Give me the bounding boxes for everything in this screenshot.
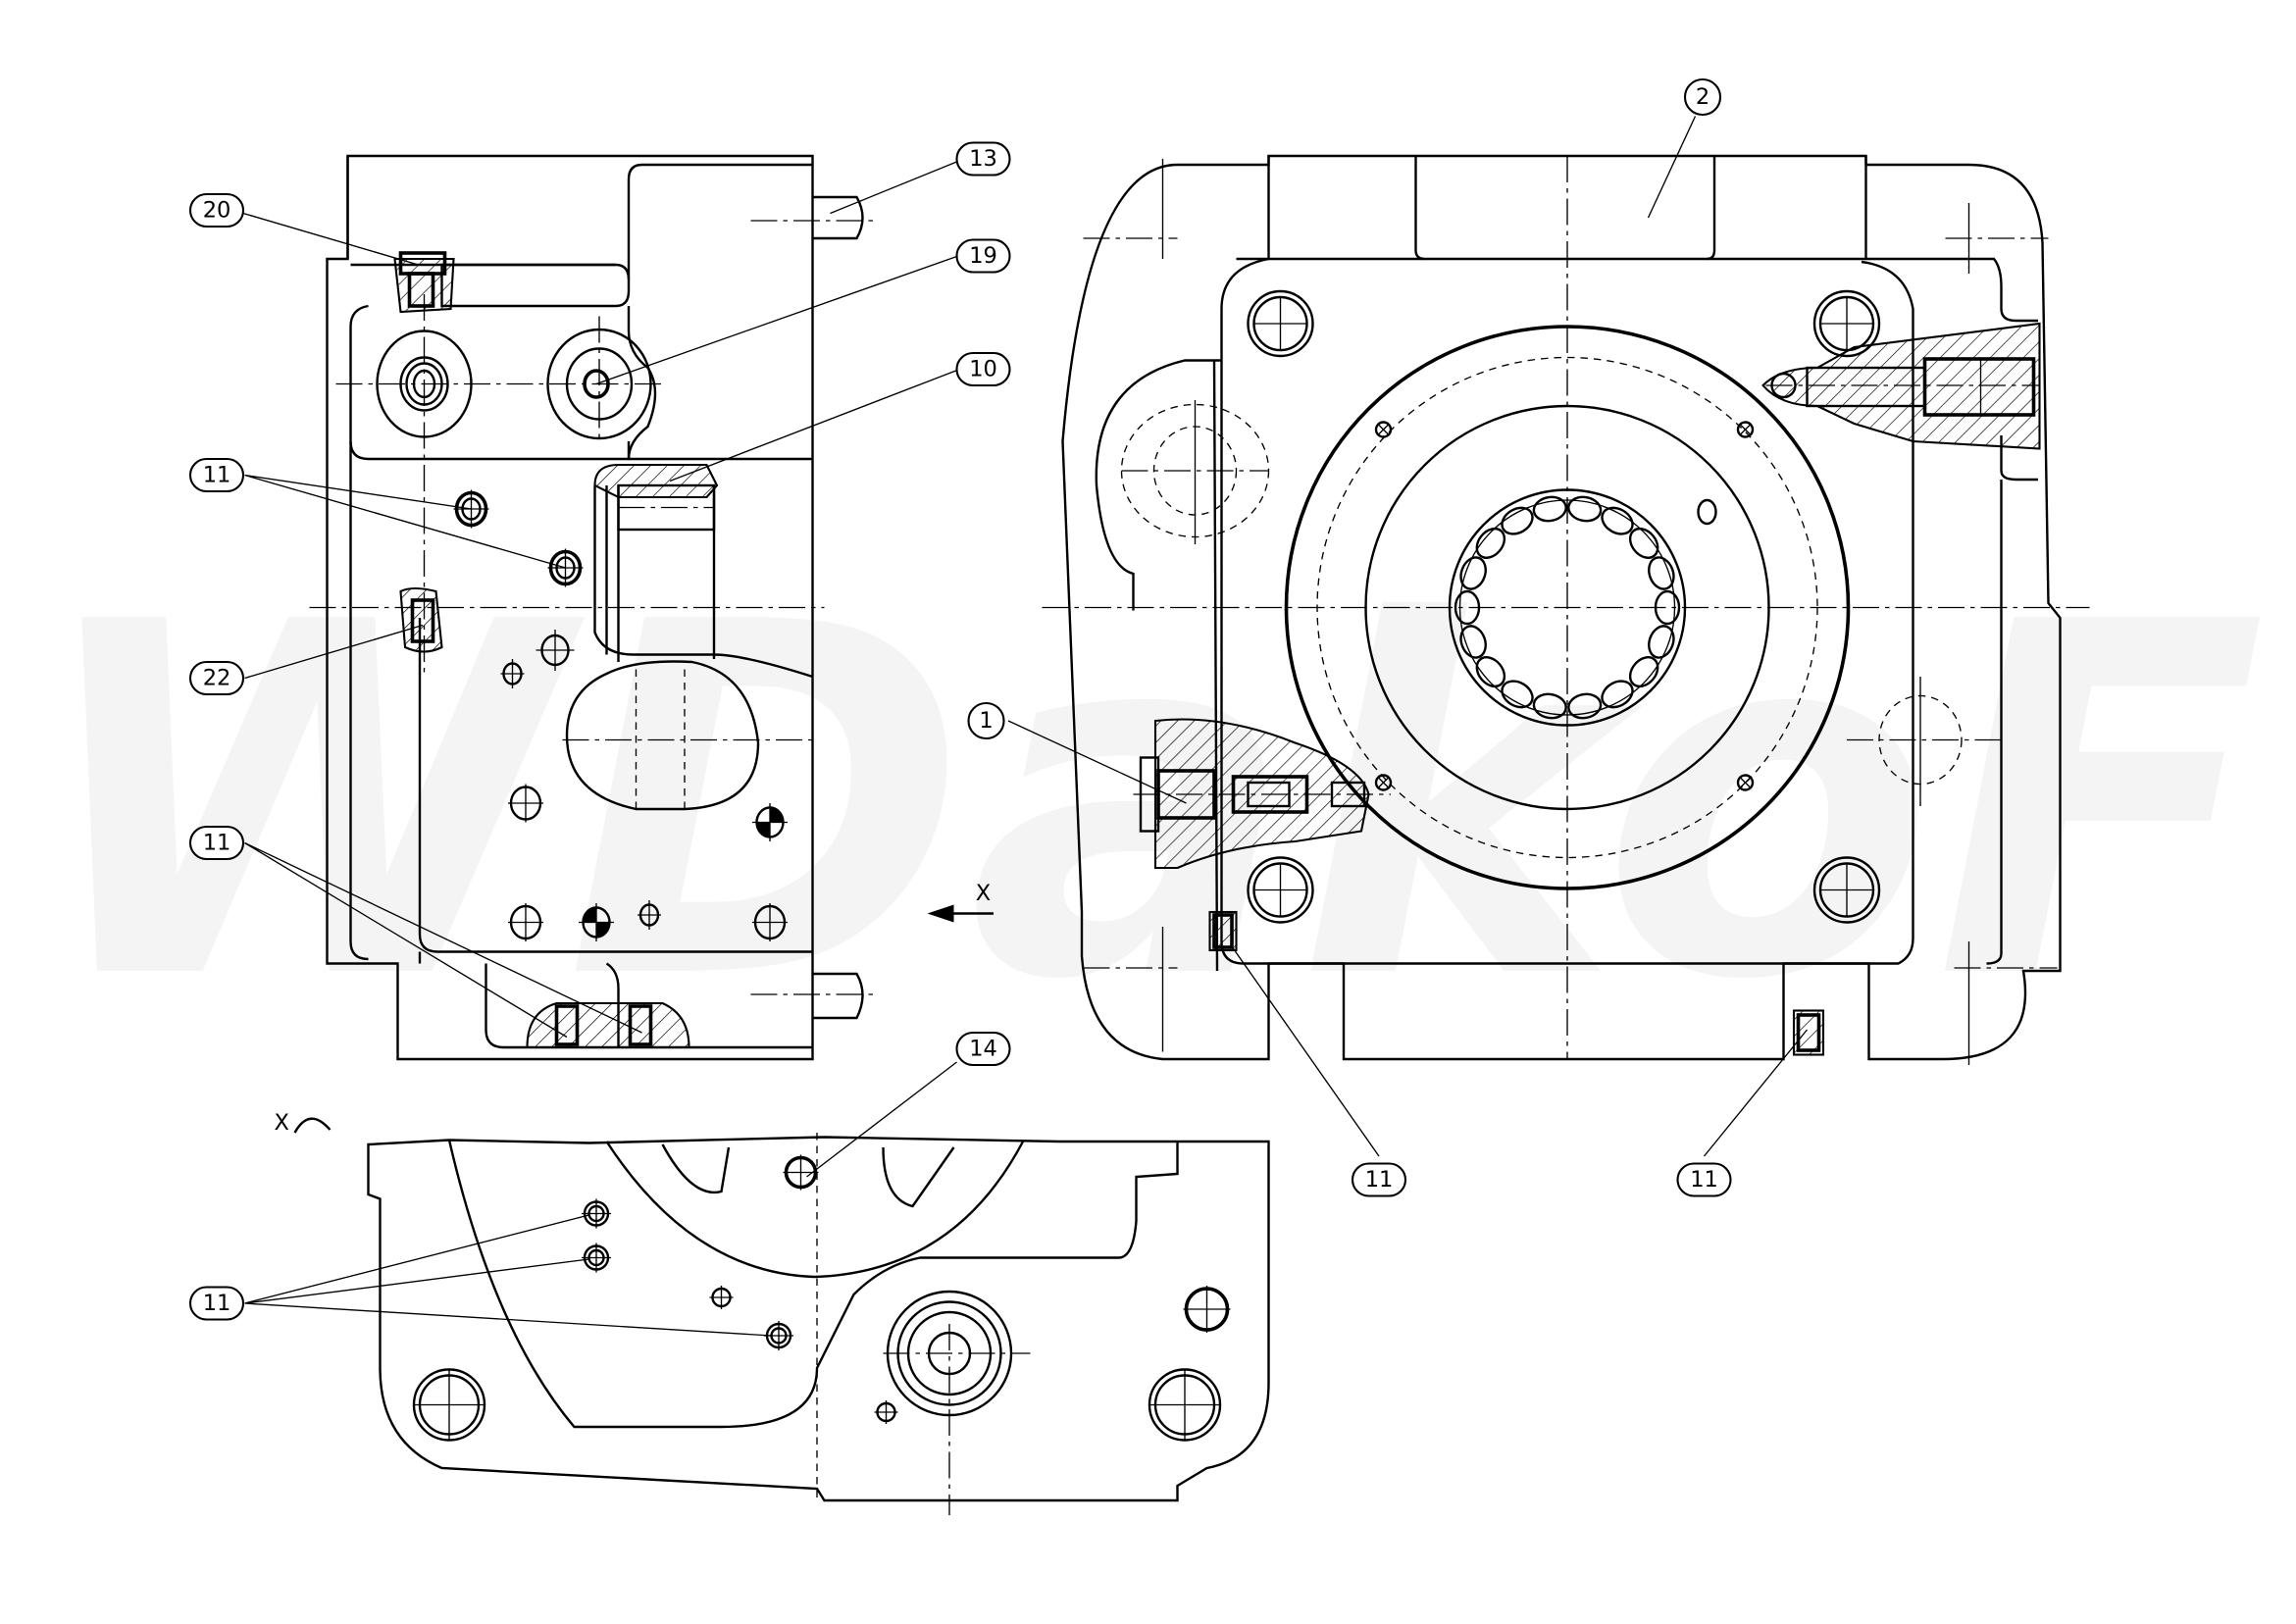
spline-tooth — [1567, 692, 1603, 720]
view-arrow: X — [927, 881, 994, 923]
svg-text:X: X — [976, 881, 991, 906]
svg-text:2: 2 — [1696, 84, 1709, 110]
svg-text:19: 19 — [969, 243, 997, 269]
spline-teeth — [1454, 495, 1681, 720]
spline-tooth — [1475, 527, 1506, 559]
spline-tooth — [1532, 495, 1567, 523]
spline-tooth — [1628, 527, 1659, 559]
svg-text:11: 11 — [203, 831, 231, 856]
spline-tooth — [1532, 692, 1567, 720]
front-view — [1042, 154, 2090, 1065]
spline-tooth — [1459, 625, 1487, 659]
balloon-11-right-b: 11 — [1676, 1162, 1732, 1197]
svg-text:1: 1 — [979, 708, 993, 734]
svg-text:11: 11 — [1690, 1167, 1718, 1193]
svg-text:14: 14 — [969, 1037, 997, 1062]
spline-tooth — [1601, 680, 1634, 709]
balloon-11-left-bottom: 11 — [188, 825, 245, 861]
spline-tooth — [1475, 656, 1506, 688]
balloon-22: 22 — [188, 660, 245, 696]
svg-text:10: 10 — [969, 357, 997, 382]
spline-tooth — [1459, 556, 1487, 590]
bottom-view: X — [275, 1110, 1270, 1515]
balloon-2: 2 — [1683, 77, 1722, 117]
spline-tooth — [1601, 506, 1634, 535]
leader-lines — [242, 116, 1809, 1337]
spline-tooth — [1628, 656, 1659, 688]
side-view: X — [309, 154, 994, 1061]
spline-tooth — [1648, 625, 1675, 659]
spline-tooth — [1567, 495, 1603, 523]
spline-tooth — [1648, 556, 1675, 590]
svg-text:11: 11 — [1365, 1167, 1394, 1193]
balloon-19: 19 — [955, 238, 1011, 274]
balloon-14: 14 — [955, 1031, 1011, 1067]
balloon-11-right-a: 11 — [1351, 1162, 1407, 1197]
svg-text:11: 11 — [203, 463, 231, 488]
spline-tooth — [1501, 680, 1534, 709]
balloon-10: 10 — [955, 351, 1011, 387]
balloon-11-top: 11 — [188, 457, 245, 493]
svg-text:X: X — [275, 1110, 289, 1136]
balloon-11-bottom-view: 11 — [188, 1286, 245, 1321]
watermark: WDakoF — [30, 521, 2267, 1086]
svg-text:13: 13 — [969, 146, 997, 172]
balloon-13: 13 — [955, 141, 1011, 177]
svg-text:11: 11 — [203, 1291, 231, 1316]
svg-text:22: 22 — [203, 666, 231, 691]
svg-text:20: 20 — [203, 198, 231, 224]
balloon-20: 20 — [188, 192, 245, 228]
balloon-1: 1 — [967, 701, 1005, 740]
spline-tooth — [1501, 506, 1534, 535]
